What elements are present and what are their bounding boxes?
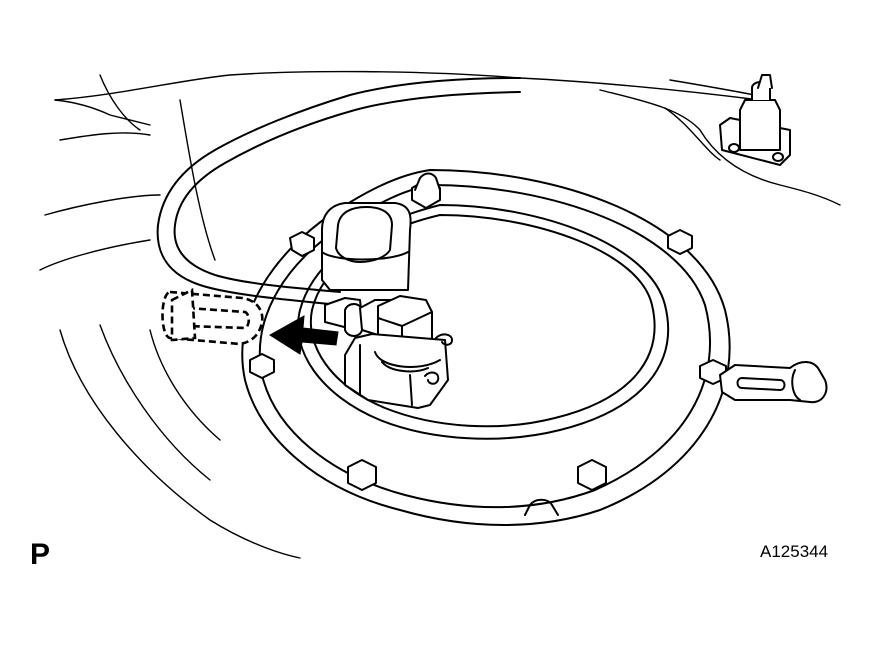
flange-bolts [249,172,727,491]
view-letter-label: P [30,538,51,571]
tank-body-contours [39,70,841,559]
disconnect-direction-arrow [269,315,339,355]
side-clamp-tab [719,361,828,404]
pump-connector [321,202,412,291]
quick-connector [324,295,453,409]
figure-id-label: A125344 [760,542,829,561]
fuel-hose [156,77,521,306]
hose-stub-dashed [161,287,264,346]
vent-nipple-bracket [719,74,791,166]
retainer-flange [241,169,731,526]
